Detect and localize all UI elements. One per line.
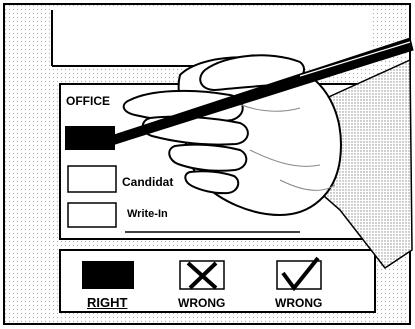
top-section: [50, 6, 370, 68]
office-label: OFFICE: [66, 95, 110, 107]
wrong-x-label: WRONG: [178, 297, 225, 309]
right-example-box: [82, 261, 134, 289]
writein-checkbox: [68, 203, 116, 227]
wrong-check-label: WRONG: [275, 297, 322, 309]
candidate-checkbox: [68, 166, 116, 192]
writein-label: Write-In: [127, 209, 168, 220]
right-label: RIGHT: [87, 296, 127, 309]
candidate-label: Candidat: [122, 176, 173, 188]
